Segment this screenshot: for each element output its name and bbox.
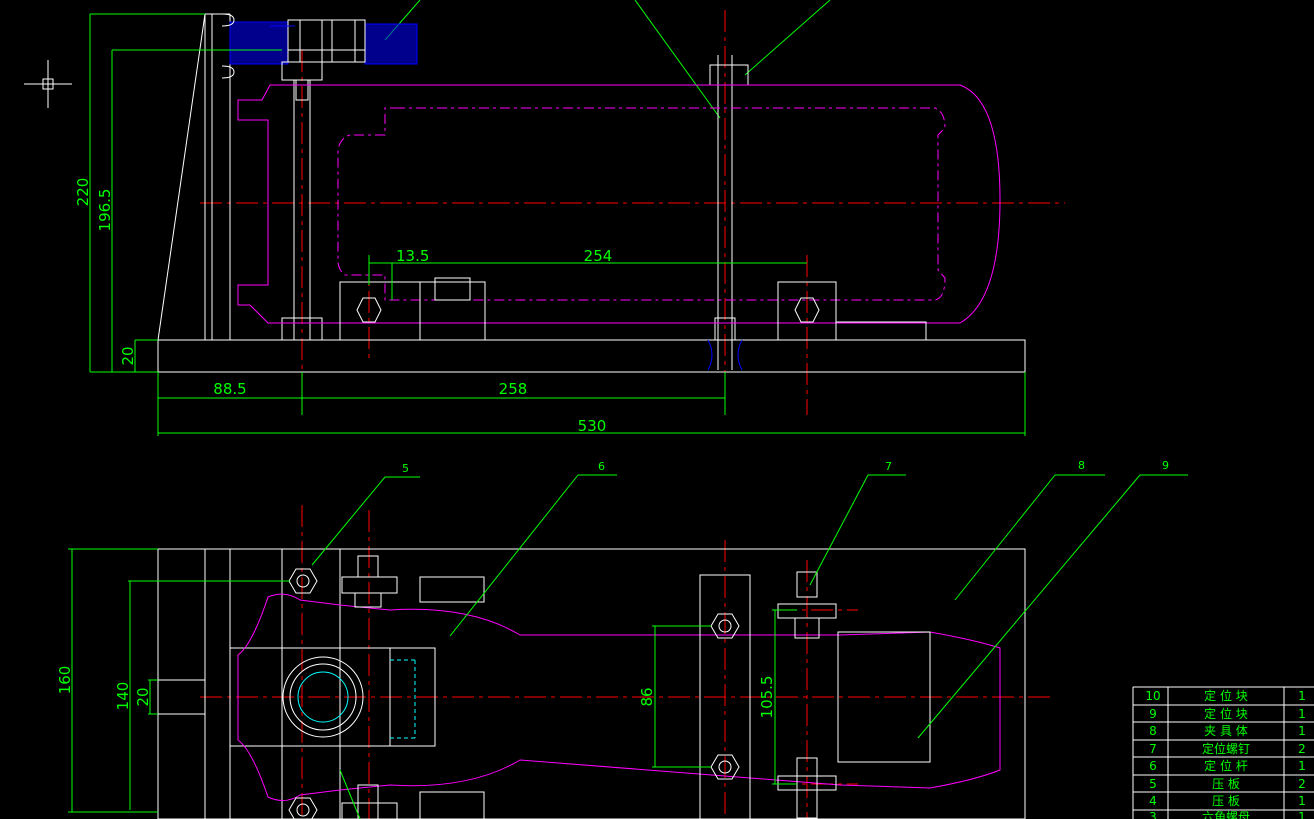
part-qty: 2 (1298, 742, 1306, 756)
dim-front-total-height: 220 (74, 178, 92, 207)
parts-row: 6 定 位 杆 1 (1149, 758, 1306, 773)
dim-offset-small: 13.5 (396, 247, 429, 265)
part-name: 六角螺母 (1202, 810, 1250, 819)
dim-span-top: 254 (584, 247, 613, 265)
plan-view: 5 6 7 8 9 160 140 20 86 105.5 (56, 459, 1188, 819)
part-number: 10 (1145, 689, 1160, 703)
part-qty: 1 (1298, 724, 1306, 738)
parts-row: 10 定 位 块 1 (1145, 688, 1305, 703)
plan-leaders (311, 474, 1188, 819)
front-centerlines (200, 10, 1065, 415)
part-name: 定 位 块 (1204, 706, 1248, 721)
dim-plan-slot: 20 (134, 687, 152, 706)
plan-hardware (288, 555, 931, 819)
part-name: 压 板 (1212, 794, 1240, 808)
fixture-body-plan (157, 548, 1026, 819)
left-support (157, 13, 231, 341)
parts-row: 3 六角螺母 1 (1149, 810, 1306, 819)
part-number: 7 (1149, 742, 1157, 756)
dim-center-span: 258 (499, 380, 528, 398)
part-name: 夹 具 体 (1204, 724, 1248, 738)
part-qty: 1 (1298, 759, 1306, 773)
dim-plan-width: 160 (56, 666, 74, 695)
parts-list-table: 10 定 位 块 1 9 定 位 块 1 8 夹 具 体 1 7 定位螺钉 2 … (1132, 686, 1314, 819)
part-name: 定 位 杆 (1204, 758, 1248, 773)
dim-left-offset: 88.5 (213, 380, 246, 398)
part-name: 压 板 (1212, 777, 1240, 791)
part-number: 4 (1149, 794, 1157, 808)
base-clamps (339, 277, 927, 341)
top-clamp-assembly (221, 13, 418, 81)
front-leaders (384, 0, 831, 119)
part-qty: 2 (1298, 777, 1306, 791)
parts-row: 5 压 板 2 (1149, 777, 1306, 791)
front-view: 220 196.5 20 13.5 254 88.5 258 530 (74, 0, 1065, 436)
workpiece-side (237, 84, 1001, 324)
callout-8: 8 (1078, 459, 1085, 472)
left-rod (281, 79, 323, 341)
plan-dimension-lines (68, 548, 797, 813)
parts-row: 7 定位螺钉 2 (1149, 741, 1306, 756)
part-name: 定位螺钉 (1202, 741, 1250, 756)
callout-9: 9 (1162, 459, 1169, 472)
part-qty: 1 (1298, 707, 1306, 721)
parts-row: 4 压 板 1 (1149, 794, 1306, 808)
crosshair-cursor-icon (24, 60, 72, 108)
part-number: 6 (1149, 759, 1157, 773)
part-number: 8 (1149, 724, 1157, 738)
part-qty: 1 (1298, 689, 1306, 703)
front-dimension-lines (89, 13, 1026, 436)
workpiece-plan (237, 593, 1001, 801)
plan-center-bore (282, 656, 364, 738)
base-plate (157, 339, 1026, 373)
callout-5: 5 (402, 462, 409, 475)
part-number: 3 (1149, 810, 1157, 819)
part-qty: 1 (1298, 810, 1306, 819)
part-number: 9 (1149, 707, 1157, 721)
callout-7: 7 (885, 460, 892, 473)
part-number: 5 (1149, 777, 1157, 791)
dim-clamp-spacing: 105.5 (758, 676, 776, 719)
part-name: 定 位 块 (1204, 688, 1248, 703)
dim-base-thickness: 20 (119, 346, 137, 365)
part-qty: 1 (1298, 794, 1306, 808)
dim-pin-spacing: 86 (638, 687, 656, 706)
dim-plan-inner-width: 140 (114, 682, 132, 711)
parts-row: 9 定 位 块 1 (1149, 706, 1306, 721)
plan-centerlines (200, 505, 1050, 819)
parts-row: 8 夹 具 体 1 (1149, 724, 1306, 738)
dim-front-height: 196.5 (96, 189, 114, 232)
callout-6: 6 (598, 460, 605, 473)
dim-overall-length: 530 (578, 417, 607, 435)
